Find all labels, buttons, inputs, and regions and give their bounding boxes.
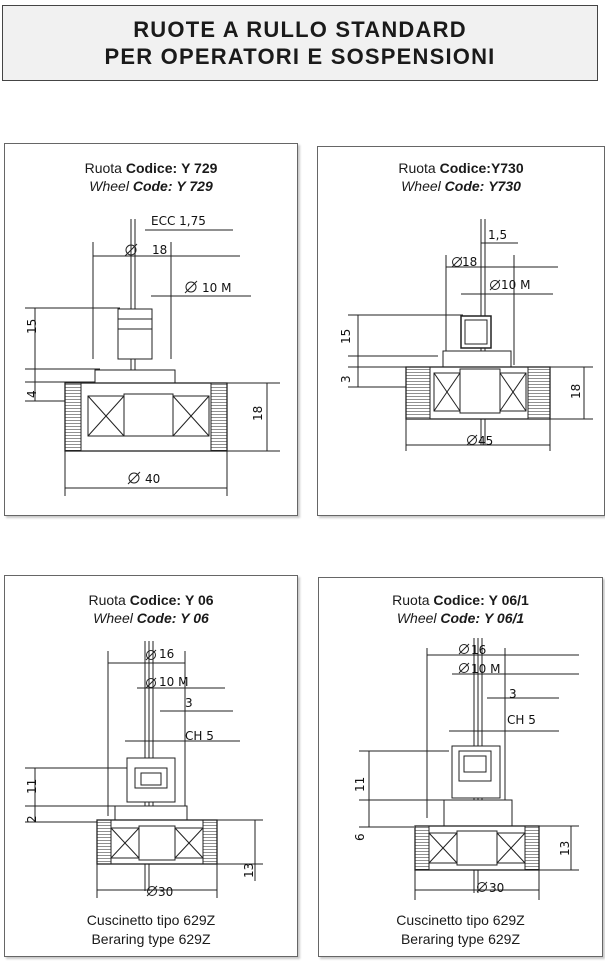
card-title: Ruota Codice: Y 06 xyxy=(5,591,297,609)
label-code: Code: xyxy=(444,178,485,194)
label-ruota: Ruota xyxy=(398,160,436,176)
dim-d40: 40 xyxy=(145,472,160,486)
code-value: Y 06/1 xyxy=(488,592,529,608)
dim-h15: 15 xyxy=(25,319,39,334)
dim-d10m: 10 M xyxy=(202,281,231,295)
wheel-card-y730: Ruota Codice:Y730 Wheel Code: Y730 xyxy=(317,146,605,516)
label-wheel: Wheel xyxy=(89,178,129,194)
wheel-card-y06-1: Ruota Codice: Y 06/1 Wheel Code: Y 06/1 xyxy=(318,577,603,957)
label-code: Code: xyxy=(132,178,173,194)
bearing-en: Beraring type 629Z xyxy=(400,931,521,947)
page-header: RUOTE A RULLO STANDARD PER OPERATORI E S… xyxy=(2,5,598,81)
technical-drawing: 1,5 18 10 M 45 15 3 18 xyxy=(339,219,593,451)
dim-d10m: 10 M xyxy=(471,662,500,676)
label-wheel: Wheel xyxy=(93,610,133,626)
dim-h11: 11 xyxy=(25,779,39,794)
dim-h3: 3 xyxy=(339,375,353,383)
dim-1-5: 1,5 xyxy=(488,228,507,242)
technical-drawing: 16 10 M 3 CH 5 30 11 6 13 xyxy=(353,638,579,900)
card-title: Ruota Codice: Y 729 xyxy=(5,159,297,177)
code-value-en: Y 729 xyxy=(176,178,213,194)
dim-d10m: 10 M xyxy=(501,278,530,292)
card-subtitle: Wheel Code: Y 06 xyxy=(5,609,297,627)
dim-d30: 30 xyxy=(158,885,173,899)
technical-drawing: 16 10 M 3 CH 5 30 11 2 13 xyxy=(25,641,263,899)
code-value-en: Y 06/1 xyxy=(483,610,525,626)
code-value: Y 06 xyxy=(184,592,214,608)
dim-h6: 6 xyxy=(353,833,367,841)
bearing-en: Beraring type 629Z xyxy=(91,931,211,947)
dim-d18: 18 xyxy=(152,243,167,257)
card-title: Ruota Codice: Y 06/1 xyxy=(319,591,602,609)
bearing-it: Cuscinetto tipo 629Z xyxy=(86,912,216,928)
label-codice: Codice: xyxy=(433,592,485,608)
technical-drawing: ECC 1,75 18 10 M 40 15 4 18 xyxy=(25,214,280,496)
card-subtitle: Wheel Code: Y 06/1 xyxy=(319,609,602,627)
wheel-card-y06: Ruota Codice: Y 06 Wheel Code: Y 06 xyxy=(4,575,298,957)
dim-h11: 11 xyxy=(353,777,367,792)
card-subtitle: Wheel Code: Y 729 xyxy=(5,177,297,195)
dim-d45: 45 xyxy=(478,434,493,448)
header-line-1: RUOTE A RULLO STANDARD xyxy=(133,17,467,42)
dim-d16: 16 xyxy=(471,643,486,657)
dim-ch5: CH 5 xyxy=(507,713,536,727)
dim-d18: 18 xyxy=(462,255,477,269)
dim-h2: 2 xyxy=(25,815,39,823)
dim-h18: 18 xyxy=(569,384,583,399)
dim-h4: 4 xyxy=(25,390,39,398)
dim-3: 3 xyxy=(185,696,193,710)
code-value-en: Y 06 xyxy=(180,610,209,626)
bearing-it: Cuscinetto tipo 629Z xyxy=(396,912,525,928)
label-wheel: Wheel xyxy=(396,610,437,626)
code-value: Y730 xyxy=(490,160,524,176)
label-codice: Codice: xyxy=(439,160,491,176)
label-wheel: Wheel xyxy=(401,178,441,194)
dim-h13: 13 xyxy=(558,841,572,856)
dim-ch5: CH 5 xyxy=(185,729,214,743)
code-value: Y 729 xyxy=(181,160,218,176)
dim-h18: 18 xyxy=(251,406,265,421)
dim-d30: 30 xyxy=(489,881,504,895)
card-subtitle: Wheel Code: Y730 xyxy=(318,177,604,195)
label-ruota: Ruota xyxy=(88,592,126,608)
label-codice: Codice: xyxy=(125,160,178,176)
dim-3: 3 xyxy=(509,687,517,701)
label-code: Code: xyxy=(136,610,177,626)
card-title: Ruota Codice:Y730 xyxy=(318,159,604,177)
label-ruota: Ruota xyxy=(84,160,122,176)
code-value-en: Y730 xyxy=(488,178,521,194)
label-ruota: Ruota xyxy=(392,592,430,608)
dim-ecc: ECC 1,75 xyxy=(151,214,206,228)
header-line-2: PER OPERATORI E SOSPENSIONI xyxy=(104,44,496,69)
dim-d10m: 10 M xyxy=(159,675,188,689)
label-codice: Codice: xyxy=(129,592,182,608)
dim-h15: 15 xyxy=(339,329,353,344)
label-code: Code: xyxy=(440,610,481,626)
wheel-card-y729: Ruota Codice: Y 729 Wheel Code: Y 729 xyxy=(4,143,298,516)
dim-d16: 16 xyxy=(159,647,174,661)
dim-h13: 13 xyxy=(242,863,256,878)
